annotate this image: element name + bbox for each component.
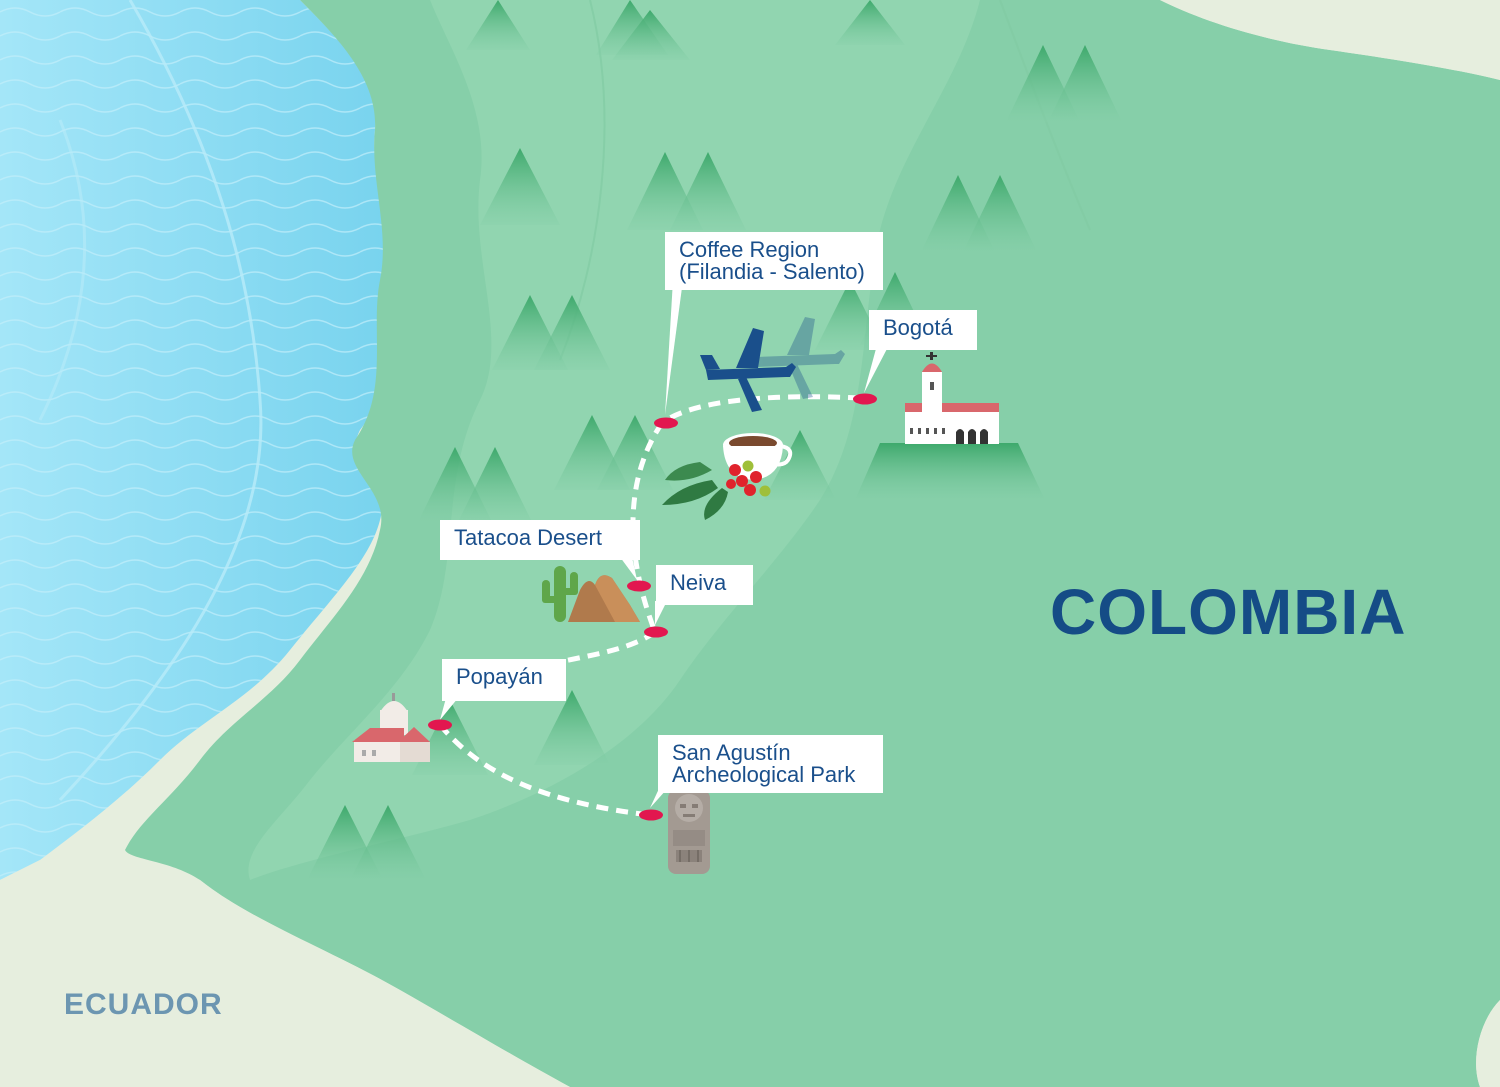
label-tatacoa-text: Tatacoa Desert [454,525,602,550]
plane-icon [700,317,845,412]
mountain-icon [307,0,1122,880]
label-bogota-text: Bogotá [883,315,953,340]
label-neiva: Neiva [656,565,753,605]
label-coffee-region-line2: (Filandia - Salento) [679,259,865,284]
label-pointers [440,280,889,808]
church-icon [855,352,1045,500]
label-san-agustin-line2: Archeological Park [672,762,856,787]
label-popayan-text: Popayán [456,664,543,689]
cactus-icon [542,566,640,622]
country-label-ecuador: ECUADOR [64,988,223,1021]
label-tatacoa-desert: Tatacoa Desert [440,520,640,560]
label-san-agustin: San Agustín Archeological Park [658,735,883,793]
label-bogota: Bogotá [869,310,977,350]
colonial-town-icon [352,693,430,762]
label-coffee-region-line1: Coffee Region [679,237,820,262]
label-coffee-region: Coffee Region (Filandia - Salento) [665,232,883,290]
label-neiva-text: Neiva [670,570,727,595]
ecuador-land [0,850,570,1087]
stone-statue-icon [668,790,710,874]
label-popayan: Popayán [442,659,566,701]
country-label-colombia: COLOMBIA [1050,576,1407,648]
location-pins [428,393,877,821]
coffee-cup-icon [662,433,793,520]
label-san-agustin-line1: San Agustín [672,740,791,765]
